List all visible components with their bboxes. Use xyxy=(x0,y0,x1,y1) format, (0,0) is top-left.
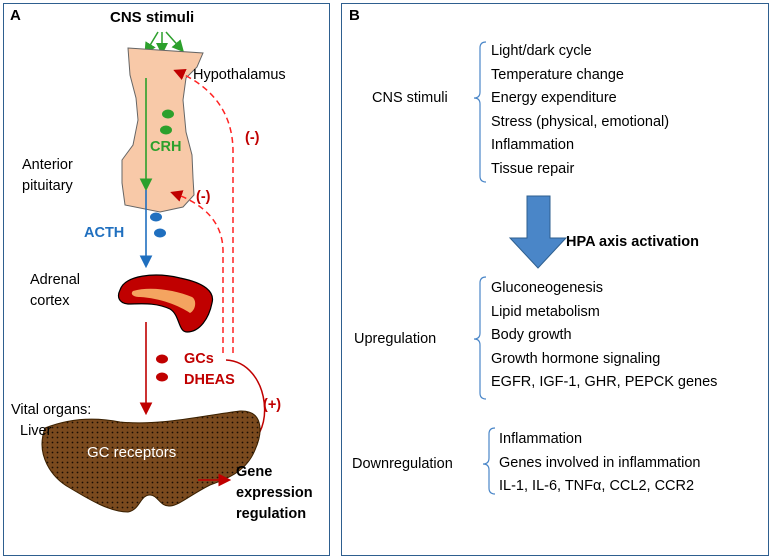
panel-a xyxy=(3,3,330,556)
list-item: Body growth xyxy=(491,327,572,343)
gcs-label: GCs xyxy=(184,351,214,367)
cns-list: Light/dark cycle Temperature change Ener… xyxy=(491,40,669,181)
downregulation-label: Downregulation xyxy=(352,456,453,472)
list-item: Energy expenditure xyxy=(491,90,617,106)
cortex-label: cortex xyxy=(30,293,70,309)
list-item: EGFR, IGF-1, GHR, PEPCK genes xyxy=(491,374,718,390)
gc-receptors-label: GC receptors xyxy=(87,444,177,461)
cns-stimuli-label: CNS stimuli xyxy=(110,9,195,26)
panel-b-letter: B xyxy=(349,7,360,24)
regulation-label: regulation xyxy=(236,506,307,522)
hypothalamus-label: Hypothalamus xyxy=(193,67,286,83)
vital-organs-label: Vital organs: xyxy=(11,402,92,418)
list-item: Temperature change xyxy=(491,66,624,83)
cns-arrows xyxy=(144,31,184,55)
gene-label: Gene xyxy=(236,464,273,480)
up-list: Gluconeogenesis Lipid metabolism Body gr… xyxy=(491,277,717,395)
list-item: Inflammation xyxy=(491,137,575,153)
liver-label: Liver xyxy=(20,423,52,439)
list-item: Genes involved in inflammation xyxy=(499,454,701,471)
pituitary-label: pituitary xyxy=(22,178,73,194)
list-item: Inflammation xyxy=(499,431,583,447)
cns-stimuli-b-label: CNS stimuli xyxy=(372,90,448,106)
list-item: Stress (physical, emotional) xyxy=(491,113,670,130)
adrenal-label: Adrenal xyxy=(30,272,80,288)
hpa-arrow xyxy=(508,195,568,269)
expression-label: expression xyxy=(236,485,313,501)
feedback-pituitary xyxy=(170,190,224,353)
list-item: Tissue repair xyxy=(491,160,575,177)
list-item: Light/dark cycle xyxy=(491,43,592,59)
dheas-label: DHEAS xyxy=(184,372,235,388)
upregulation-label: Upregulation xyxy=(354,331,437,347)
hpa-label: HPA axis activation xyxy=(566,234,699,250)
feedback-hypothalamus xyxy=(173,69,234,353)
panel-b xyxy=(341,3,769,556)
down-list: Inflammation Genes involved in inflammat… xyxy=(499,428,701,499)
list-item: IL-1, IL-6, TNFα, CCL2, CCR2 xyxy=(499,478,695,494)
feedback-neg-1: (-) xyxy=(245,130,260,146)
crh-label: CRH xyxy=(150,139,182,155)
feedback-neg-2: (-) xyxy=(196,189,211,205)
list-item: Gluconeogenesis xyxy=(491,280,604,296)
adrenal-cortex-shape xyxy=(117,274,214,333)
liver-shape xyxy=(41,410,261,513)
feedback-pos: (+) xyxy=(263,397,282,413)
brackets xyxy=(473,41,496,495)
list-item: Lipid metabolism xyxy=(491,303,600,320)
panel-a-letter: A xyxy=(10,7,21,24)
list-item: Growth hormone signaling xyxy=(491,350,661,367)
acth-label: ACTH xyxy=(84,225,125,241)
anterior-label: Anterior xyxy=(22,157,73,173)
